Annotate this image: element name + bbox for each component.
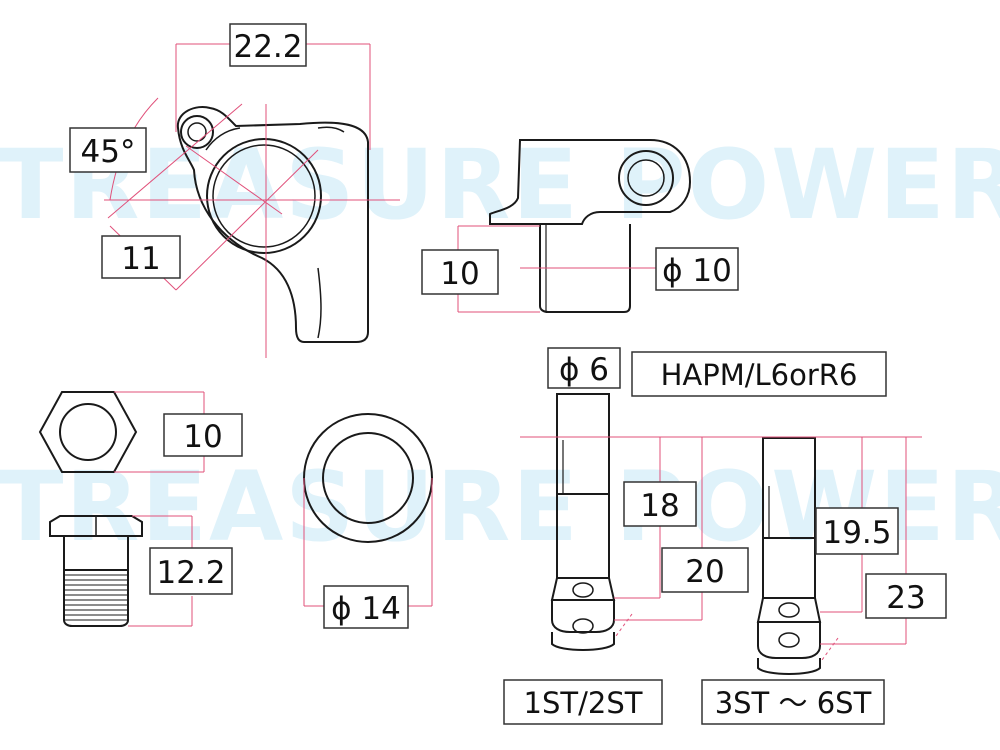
housing-inner-line	[317, 267, 322, 339]
label-phi-14-text: ϕ 14	[331, 591, 401, 627]
label-model-code-text: HAPM/L6orR6	[661, 358, 858, 392]
label-23: 23	[865, 573, 947, 619]
hex-nut	[38, 391, 138, 473]
label-phi-10-text: ϕ 10	[662, 253, 732, 289]
label-phi-10: ϕ 10	[655, 247, 739, 291]
label-10-top-text: 10	[440, 256, 479, 292]
dim-20-leader	[615, 613, 633, 637]
washer-inner	[322, 432, 414, 524]
screw-hole-inner	[187, 122, 207, 142]
label-19-5: 19.5	[815, 507, 899, 555]
watermark: TREASURE POWER. TREASURE POWER.	[0, 129, 1000, 563]
housing-side-view	[489, 139, 692, 313]
post-1-string-hole-area	[551, 599, 615, 633]
bushing-dimensions	[128, 515, 193, 627]
gear-circle-outer	[206, 138, 322, 254]
gear-circle-inner	[212, 144, 316, 248]
label-22-2-text: 22.2	[233, 29, 302, 65]
side-screw-inner	[627, 159, 665, 197]
post-2-base	[756, 597, 822, 623]
side-shaft	[539, 224, 631, 313]
post-1-hole-top	[572, 582, 594, 598]
post-1-hole-bottom	[572, 618, 594, 634]
label-1st-2st-text: 1ST/2ST	[524, 686, 643, 720]
side-screw-outer	[618, 150, 674, 206]
label-20: 20	[661, 547, 749, 593]
post-2-hole-top	[778, 602, 800, 618]
post-1st-2nd	[550, 393, 616, 651]
label-10-top: 10	[421, 249, 499, 295]
label-18: 18	[623, 481, 697, 527]
label-12-2: 12.2	[149, 547, 233, 595]
label-45: 45°	[69, 127, 147, 173]
bushing-thread-lines	[64, 574, 128, 621]
label-phi-14: ϕ 14	[323, 585, 409, 629]
label-19-5-text: 19.5	[822, 515, 891, 551]
label-23-text: 23	[886, 580, 925, 616]
post-2-foot	[757, 658, 821, 675]
label-22-2: 22.2	[229, 23, 307, 67]
label-1st-2st: 1ST/2ST	[503, 679, 663, 725]
screw-hole-outer	[180, 115, 214, 149]
label-45-text: 45°	[81, 134, 136, 170]
label-18-text: 18	[640, 488, 679, 524]
post-1-foot	[551, 632, 615, 651]
watermark-text-top: TREASURE POWER.	[0, 129, 1000, 241]
housing-top-view	[176, 106, 369, 343]
dim-23-leader	[821, 637, 839, 661]
label-3st-6st: 3ST ～ 6ST	[701, 679, 885, 725]
post-2-hole-bottom	[778, 632, 800, 648]
housing-top-detail	[317, 126, 345, 133]
bushing-head	[49, 515, 143, 537]
housing-inner-curve	[205, 127, 241, 151]
bushing	[49, 515, 143, 627]
label-nut-10: 10	[163, 413, 243, 457]
screw-hole-diagonal	[185, 145, 283, 215]
label-nut-10-text: 10	[183, 419, 222, 455]
label-model-code: HAPM/L6orR6	[631, 351, 887, 397]
angle-45-line	[107, 103, 243, 219]
label-3st-6st-text: 3ST ～ 6ST	[715, 686, 872, 720]
hex-nut-dimensions	[114, 391, 205, 473]
post-2-string-hole-area	[757, 621, 821, 659]
washer-dimensions	[303, 478, 433, 607]
label-boxes: 22.2 45° 11 10 ϕ 10 10 12.2 ϕ 14	[69, 23, 947, 725]
side-body-outline	[489, 139, 692, 225]
bushing-thread	[63, 570, 129, 627]
post-3rd-6th	[756, 437, 822, 675]
label-phi-6: ϕ 6	[547, 347, 621, 389]
housing-outline	[176, 106, 369, 343]
hex-nut-hole	[59, 403, 117, 461]
dim-11-line	[175, 149, 319, 291]
label-20-text: 20	[685, 554, 724, 590]
housing-side-dimensions	[457, 225, 656, 313]
label-12-2-text: 12.2	[156, 555, 225, 591]
label-phi-6-text: ϕ 6	[559, 352, 609, 388]
label-11: 11	[101, 235, 181, 279]
label-11-text: 11	[121, 241, 160, 277]
bushing-neck	[63, 536, 129, 571]
